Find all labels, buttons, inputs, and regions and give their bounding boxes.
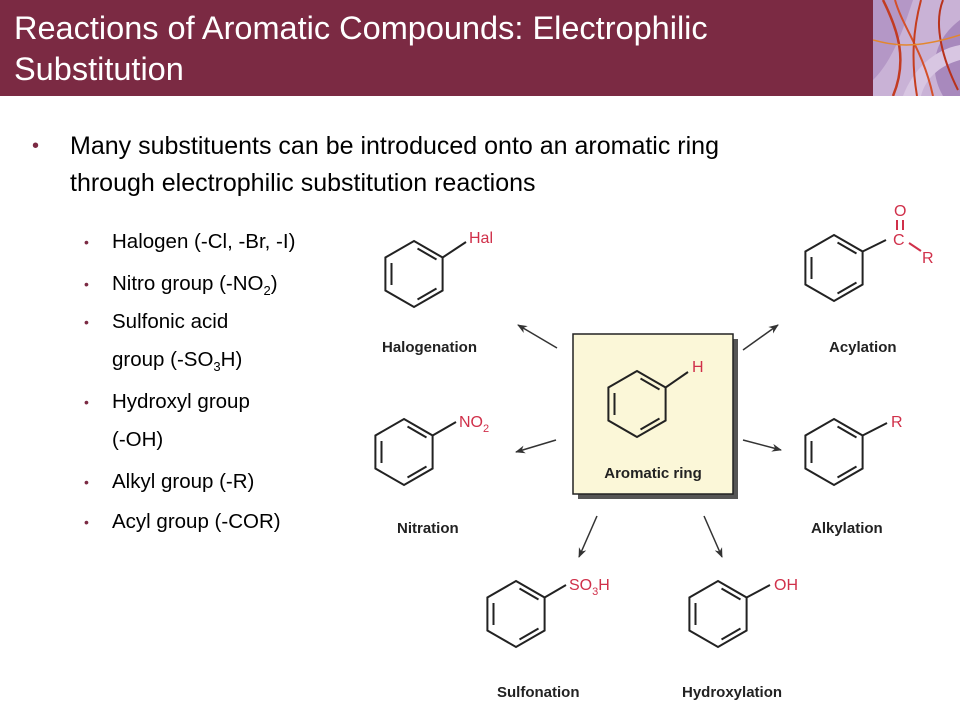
alkylation-ring — [804, 418, 888, 486]
main-bullet-line-1: Many substituents can be introduced onto… — [70, 132, 719, 160]
sub-bullet-text: Halogen (-Cl, -Br, -I) — [112, 230, 296, 253]
slide-title: Reactions of Aromatic Compounds: Electro… — [14, 8, 870, 90]
center-box — [572, 333, 734, 495]
sub-bullet-text: Hydroxyl group — [112, 390, 250, 413]
sub-bullet-text-cont: (-OH) — [112, 428, 164, 451]
sub-bullet-text: Nitro group (-NO2) — [112, 272, 278, 298]
hydroxylation-ring — [688, 580, 771, 648]
sulfonation-label: Sulfonation — [497, 684, 580, 701]
main-bullet-text: Many substituents can be introduced onto… — [70, 128, 910, 202]
sub-bullet-text-cont: group (-SO3H) — [112, 348, 243, 374]
arrow-sulfonation — [578, 515, 598, 558]
sulfonation-substituent: SO3H — [569, 577, 610, 598]
halogenation-ring — [384, 240, 467, 308]
arrow-halogenation — [517, 324, 558, 349]
halogenation-label: Halogenation — [382, 339, 477, 356]
title-line-1: Reactions of Aromatic Compounds: Electro… — [14, 10, 708, 46]
acylation-carbon: C — [893, 232, 905, 249]
hydroxylation-label: Hydroxylation — [682, 684, 782, 701]
sulfonation-ring — [486, 580, 567, 648]
bullet-dot: • — [84, 474, 89, 490]
alkylation-substituent: R — [891, 414, 903, 431]
sub-bullet-text: Acyl group (-COR) — [112, 510, 281, 533]
hydroxylation-substituent: OH — [774, 577, 798, 594]
center-benzene-ring — [607, 370, 689, 438]
nitration-label: Nitration — [397, 520, 459, 537]
arrow-hydroxylation — [703, 515, 723, 558]
halogenation-substituent: Hal — [469, 230, 493, 247]
acylation-r: R — [922, 250, 934, 267]
bullet-dot: • — [84, 394, 89, 410]
arrow-acylation — [742, 324, 779, 351]
flower-image — [873, 0, 960, 96]
arrow-alkylation — [742, 439, 782, 452]
acylation-ring — [804, 220, 922, 302]
nitration-substituent: NO2 — [459, 414, 489, 435]
main-bullet-line-2: through electrophilic substitution react… — [70, 169, 536, 197]
title-line-2: Substitution — [14, 51, 184, 87]
alkylation-label: Alkylation — [811, 520, 883, 537]
sub-bullet-text: Alkyl group (-R) — [112, 470, 255, 493]
acylation-oxygen: O — [894, 203, 906, 220]
title-bar: Reactions of Aromatic Compounds: Electro… — [0, 0, 873, 96]
bullet-dot: • — [84, 314, 89, 330]
nitration-ring — [374, 418, 457, 486]
center-label: Aromatic ring — [604, 465, 702, 482]
acylation-label: Acylation — [829, 339, 897, 356]
bullet-dot: • — [84, 234, 89, 250]
bullet-dot: • — [32, 135, 40, 157]
bullet-dot: • — [84, 514, 89, 530]
center-substituent: H — [692, 359, 704, 376]
sub-bullet-text: Sulfonic acid — [112, 310, 229, 333]
arrow-nitration — [515, 439, 557, 454]
bullet-dot: • — [84, 276, 89, 292]
